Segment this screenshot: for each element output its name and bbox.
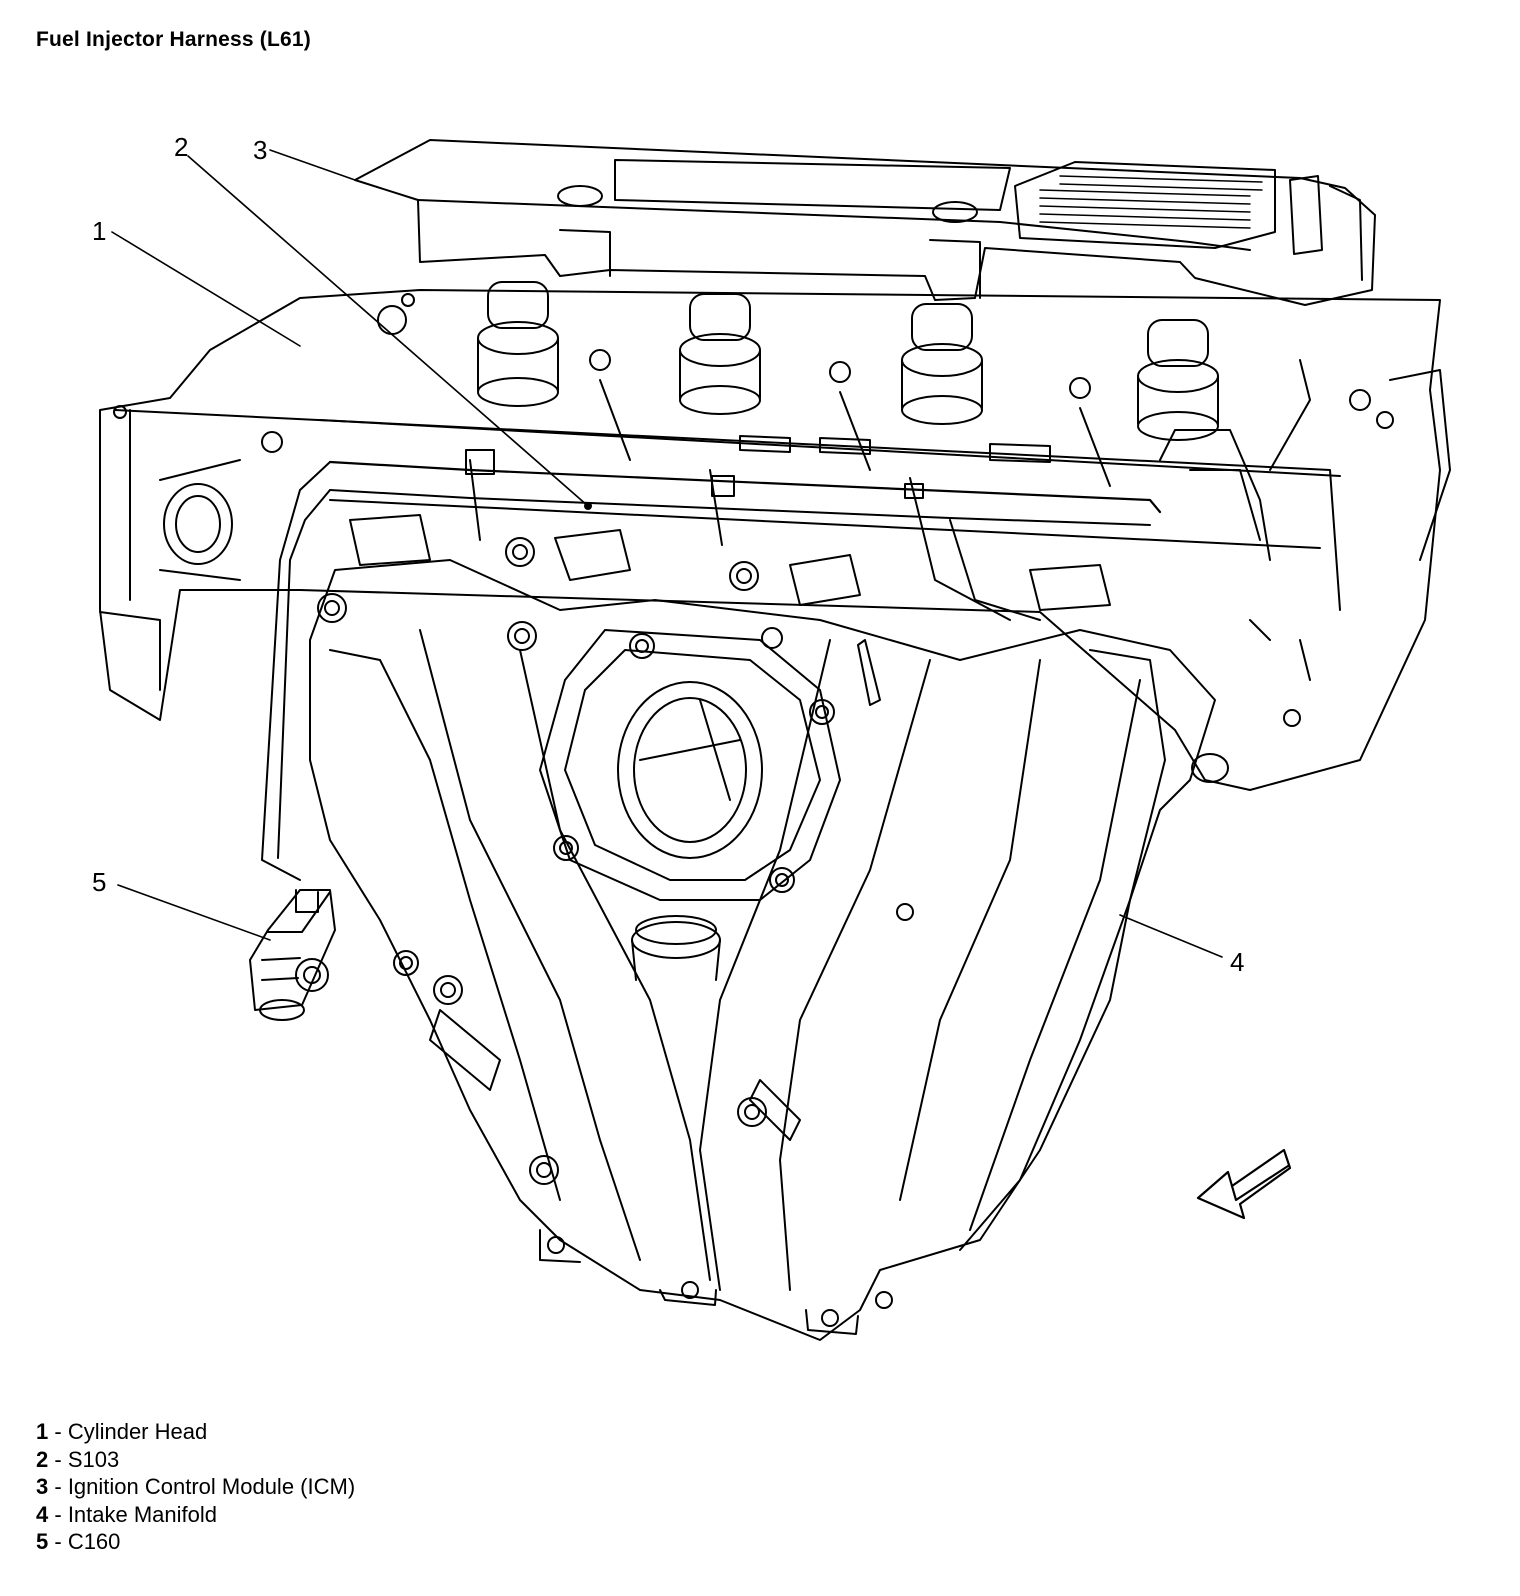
ignition-control-module [354,139,1376,306]
view-direction-arrow-icon [1196,1148,1292,1220]
legend-item: 3 - Ignition Control Module (ICM) [36,1473,355,1501]
legend-label: Cylinder Head [67,1419,208,1444]
legend-number: 3 [36,1474,49,1499]
leader-lines [111,149,1223,958]
injector-harness [261,359,1311,881]
diagram-title: Fuel Injector Harness (L61) [36,28,311,51]
callout-legend: 1 - Cylinder Head 2 - S103 3 - Ignition … [36,1418,355,1556]
leader-5 [117,884,271,941]
legend-separator: - [48,1474,68,1499]
callout-number-5: 5 [92,867,106,897]
leader-3 [269,149,356,181]
legend-item: 4 - Intake Manifold [36,1501,355,1529]
legend-separator: - [48,1419,68,1444]
s103-splice-point [584,502,592,510]
legend-number: 2 [36,1446,49,1472]
leader-1 [111,231,301,347]
leader-4 [1119,914,1223,958]
legend-label: C160 [67,1529,121,1554]
callout-number-3: 3 [253,135,267,165]
callout-numbers: 1 2 3 4 5 [92,132,1244,977]
legend-separator: - [48,1446,68,1472]
legend-label: Ignition Control Module (ICM) [67,1474,356,1499]
fuel-injectors [477,281,1219,441]
legend-number: 5 [36,1529,49,1554]
legend-label: S103 [67,1446,120,1472]
legend-number: 1 [36,1419,49,1444]
callout-number-4: 4 [1230,947,1244,977]
leader-2 [187,155,589,507]
callout-number-2: 2 [174,132,188,162]
intake-manifold [295,537,1216,1341]
c160-connector [249,889,336,1021]
legend-item: 1 - Cylinder Head [36,1418,355,1446]
legend-item: 5 - C160 [36,1528,355,1556]
legend-separator: - [48,1529,68,1554]
legend-separator: - [48,1501,68,1527]
legend-number: 4 [36,1501,49,1527]
cylinder-head [99,289,1451,791]
legend-label: Intake Manifold [67,1501,218,1527]
legend-item: 2 - S103 [36,1446,355,1474]
callout-number-1: 1 [92,216,106,246]
